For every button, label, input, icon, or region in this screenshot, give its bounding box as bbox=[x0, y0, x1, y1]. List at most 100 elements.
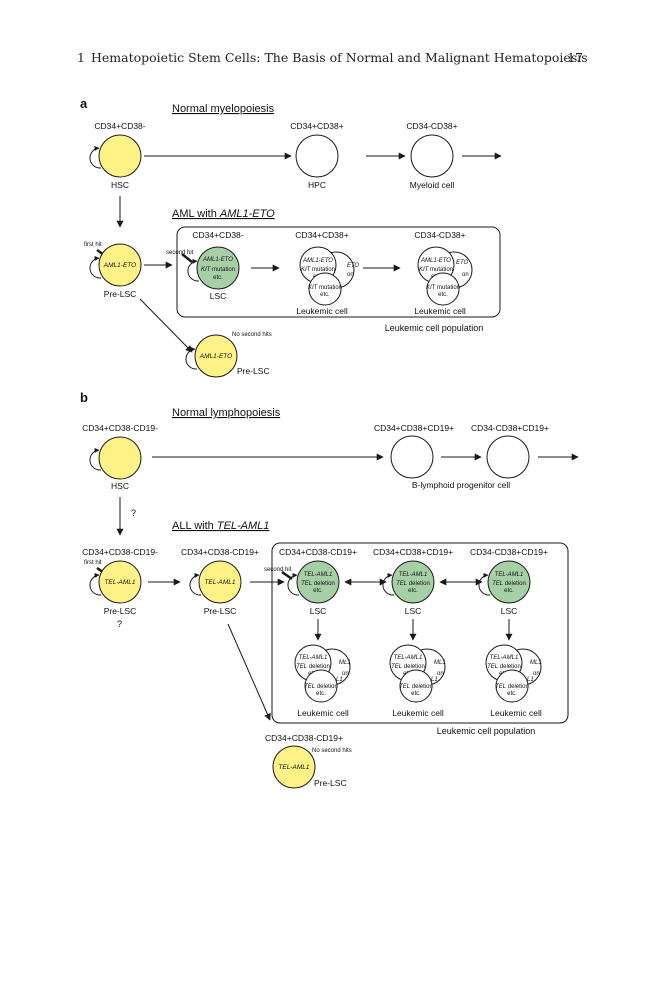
lsc-cell-a bbox=[196, 246, 240, 290]
hsc-marker-b: CD34+CD38-CD19- bbox=[82, 423, 158, 433]
lsc-mutation-a: KIT mutation bbox=[201, 267, 235, 273]
preLSC-cell-a bbox=[98, 243, 142, 287]
normal-lymphopoiesis-title: Normal lymphopoiesis bbox=[172, 407, 281, 419]
population-label-b: Leukemic cell population bbox=[437, 726, 536, 736]
lsc3-marker-b: CD34-CD38+CD19+ bbox=[470, 547, 548, 557]
leukemic-cluster-a2: ETO on TO AML1-ETO KIT mutation etc. KIT… bbox=[417, 246, 473, 306]
hsc-label-a: HSC bbox=[111, 180, 129, 190]
back-gene-partial2: L1 bbox=[336, 677, 343, 683]
leukemic-cell-bottom bbox=[426, 272, 460, 306]
lsc-etc-a: etc. bbox=[213, 275, 223, 281]
hpc-marker: CD34+CD38+ bbox=[290, 121, 343, 131]
preLSC1-marker-b: CD34+CD38-CD19- bbox=[82, 547, 158, 557]
lsc2-marker-b: CD34+CD38+CD19+ bbox=[373, 547, 453, 557]
back-gene-partial: ETO bbox=[347, 263, 360, 269]
myeloid-label: Myeloid cell bbox=[410, 180, 455, 190]
lsc3-deletion-b: TEL deletion bbox=[492, 581, 526, 587]
lsc3-cell-b bbox=[487, 560, 531, 604]
panel-b-label: b bbox=[80, 390, 88, 405]
leuk-gene: AML1-ETO bbox=[420, 258, 451, 264]
leuk-deletion: TEL deletion bbox=[296, 664, 330, 670]
leukemic-cell-bottom bbox=[308, 272, 342, 306]
preLSC2-marker-b: CD34+CD38-CD19+ bbox=[181, 547, 259, 557]
leuk-deletion-bottom: TEL deletion bbox=[399, 684, 433, 690]
lsc-gene-a: AML1-ETO bbox=[202, 257, 233, 263]
population-label-a: Leukemic cell population bbox=[385, 323, 484, 333]
lsc1-etc-b: etc. bbox=[313, 588, 323, 594]
first-hit-b: first hit bbox=[84, 560, 102, 566]
bprog-label: B-lymphoid progenitor cell bbox=[412, 480, 510, 490]
lsc1-label-b: LSC bbox=[310, 606, 327, 616]
bprog2-cell bbox=[486, 435, 530, 479]
preLSC2-cell-a bbox=[194, 334, 238, 378]
preLSC2-label-a: Pre-LSC bbox=[237, 366, 270, 376]
lsc3-label-b: LSC bbox=[501, 606, 518, 616]
back-mut-partial: on bbox=[437, 671, 444, 677]
arrow-preLSC-nosecond-b bbox=[227, 623, 271, 721]
aml-population-box bbox=[176, 226, 501, 318]
no-second-hits-b: No second hits bbox=[312, 748, 352, 754]
back-mut-partial: on bbox=[462, 272, 469, 278]
self-renewal-arrow bbox=[89, 145, 102, 169]
lsc-label-a: LSC bbox=[210, 291, 227, 301]
preLSC3-label-b: Pre-LSC bbox=[314, 778, 347, 788]
hsc-cell-b bbox=[98, 436, 142, 480]
leuk-gene: TEL-AML1 bbox=[490, 655, 519, 661]
leukemic-cell-label-b2: Leukemic cell bbox=[392, 708, 444, 718]
hsc-label-b: HSC bbox=[111, 481, 129, 491]
preLSC2-gene-a: AML1-ETO bbox=[199, 353, 232, 360]
aml-title: AML with AML1-ETO bbox=[172, 208, 275, 220]
leuk-mutation-bottom: KIT mutation bbox=[308, 285, 342, 291]
lsc2-label-b: LSC bbox=[405, 606, 422, 616]
hpc-label: HPC bbox=[308, 180, 326, 190]
leukemic-cell-label-a2: Leukemic cell bbox=[414, 306, 466, 316]
self-renewal-arrow bbox=[382, 572, 395, 596]
hsc-cell-a bbox=[98, 134, 142, 178]
preLSC3-marker-b: CD34+CD38-CD19+ bbox=[265, 733, 343, 743]
leuk-etc-bottom: etc. bbox=[507, 691, 517, 697]
leuk-etc-bottom: etc. bbox=[316, 691, 326, 697]
lsc1-marker-b: CD34+CD38-CD19+ bbox=[279, 547, 357, 557]
preLSC1-cell-b bbox=[98, 560, 142, 604]
preLSC-gene-a: AML1-ETO bbox=[103, 262, 136, 269]
hpc-cell bbox=[295, 134, 339, 178]
leukemic-cluster-b2: ML1 on L1 TEL-AML1 TEL deletion etc. TEL… bbox=[389, 644, 446, 703]
leukemic-cell-label-a1: Leukemic cell bbox=[296, 306, 348, 316]
bprog1-marker: CD34+CD38+CD19+ bbox=[374, 423, 454, 433]
leuk-deletion: TEL deletion bbox=[487, 664, 521, 670]
preLSC3-gene-b: TEL-AML1 bbox=[278, 764, 309, 771]
panel-a-label: a bbox=[80, 96, 88, 111]
self-renewal-arrow bbox=[185, 346, 198, 370]
leukemic-cluster-b1: ML1 on L1 TEL-AML1 TEL deletion etc. TEL… bbox=[294, 644, 351, 703]
leuk-gene: AML1-ETO bbox=[302, 258, 333, 264]
back-mut-partial: on bbox=[533, 671, 540, 677]
question-mark-b2: ? bbox=[117, 619, 122, 629]
self-renewal-arrow bbox=[89, 255, 102, 279]
back-gene-partial: ML1 bbox=[339, 660, 351, 666]
lsc1-cell-b bbox=[296, 560, 340, 604]
bprog2-marker: CD34-CD38+CD19+ bbox=[471, 423, 549, 433]
self-renewal-arrow bbox=[478, 572, 491, 596]
preLSC1-label-b: Pre-LSC bbox=[104, 606, 137, 616]
back-mut-partial: on bbox=[347, 272, 354, 278]
lsc-marker-a: CD34+CD38- bbox=[192, 230, 243, 240]
leuk-deletion-bottom: TEL deletion bbox=[304, 684, 338, 690]
second-hit-a: second hit bbox=[166, 250, 194, 256]
chapter-number: 1 bbox=[77, 50, 85, 65]
leuk-etc-bottom: etc. bbox=[320, 292, 330, 298]
lsc1-gene-b: TEL-AML1 bbox=[304, 572, 333, 578]
running-head-title: Hematopoietic Stem Cells: The Basis of N… bbox=[91, 50, 588, 65]
back-gene-partial2: L1 bbox=[431, 677, 438, 683]
lsc2-deletion-b: TEL deletion bbox=[396, 581, 430, 587]
leukemic-cell-bottom bbox=[495, 669, 529, 703]
normal-myelopoiesis-title: Normal myelopoiesis bbox=[172, 103, 275, 115]
leuk-mutation-bottom: KIT mutation bbox=[426, 285, 460, 291]
leuk-mutation: KIT mutation bbox=[301, 267, 335, 273]
no-second-hits-a: No second hits bbox=[232, 332, 272, 338]
page-number: 17 bbox=[567, 50, 583, 65]
first-hit-a: first hit bbox=[84, 242, 102, 248]
bprog1-cell bbox=[390, 435, 434, 479]
lsc3-etc-b: etc. bbox=[504, 588, 514, 594]
question-mark-b1: ? bbox=[131, 508, 136, 518]
